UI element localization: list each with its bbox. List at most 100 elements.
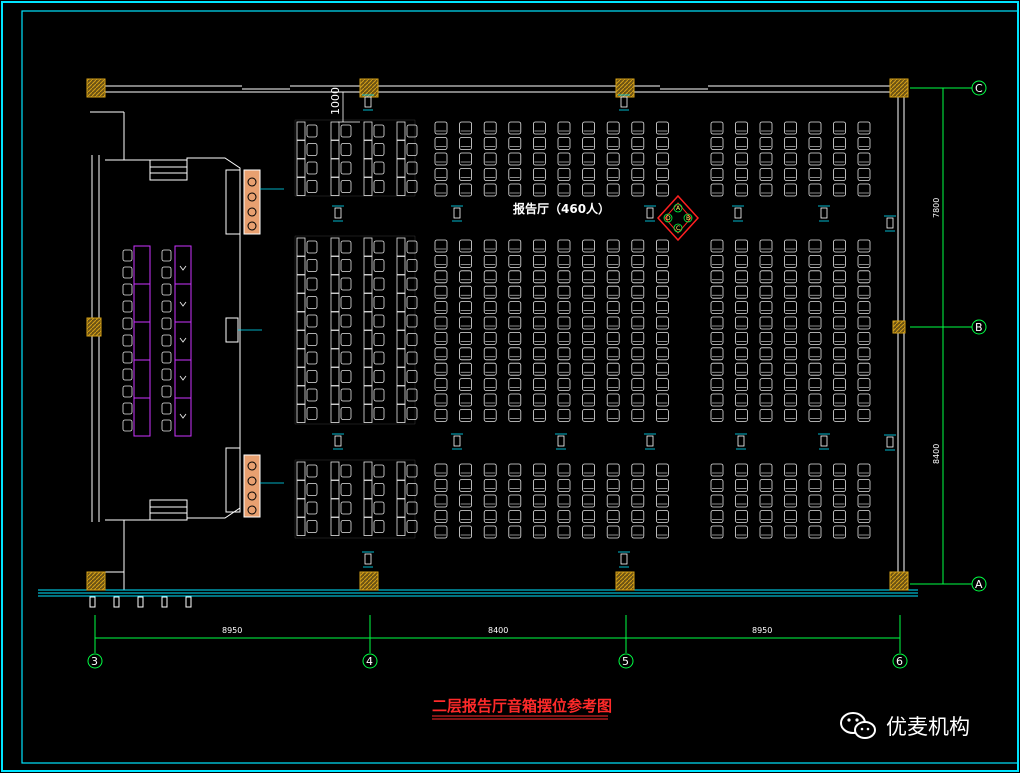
desk-seat bbox=[296, 517, 318, 536]
seat bbox=[508, 254, 522, 268]
seat bbox=[557, 285, 571, 299]
desk-seat bbox=[296, 480, 318, 499]
desk-seat bbox=[330, 274, 352, 294]
dim-8400-horizontal: 8400 bbox=[488, 626, 508, 635]
seat bbox=[434, 270, 448, 284]
seat bbox=[459, 168, 473, 181]
seat bbox=[606, 152, 620, 166]
desk-seat bbox=[296, 385, 318, 405]
desk-seat bbox=[396, 256, 418, 275]
seat bbox=[508, 408, 522, 422]
seat bbox=[833, 183, 846, 197]
seat bbox=[533, 285, 546, 299]
seat bbox=[759, 479, 773, 492]
desk-seat bbox=[363, 158, 385, 178]
seat bbox=[582, 285, 595, 299]
seat bbox=[582, 525, 595, 539]
seat bbox=[735, 137, 748, 150]
seat bbox=[735, 254, 748, 268]
seat bbox=[582, 137, 595, 150]
seat bbox=[434, 463, 448, 477]
seat bbox=[582, 494, 595, 508]
desk-seat bbox=[296, 311, 318, 331]
mixer-diamond: A B C D bbox=[656, 194, 700, 242]
seat bbox=[606, 525, 620, 539]
seat bbox=[759, 378, 773, 392]
seat bbox=[857, 152, 871, 166]
seat bbox=[459, 183, 473, 197]
desk-seat bbox=[296, 498, 318, 518]
building-walls bbox=[90, 85, 905, 590]
seat bbox=[459, 137, 473, 150]
ceiling-speakers bbox=[332, 94, 896, 568]
seat bbox=[833, 137, 846, 150]
seat bbox=[508, 168, 522, 181]
desk-seat bbox=[396, 517, 418, 536]
desk-seat bbox=[296, 348, 318, 368]
seat bbox=[857, 254, 871, 268]
structural-columns bbox=[86, 78, 909, 591]
seat bbox=[784, 463, 797, 477]
seat bbox=[533, 316, 546, 330]
seat bbox=[759, 525, 773, 539]
desk-seat bbox=[396, 274, 418, 294]
seat bbox=[483, 463, 497, 477]
seat bbox=[656, 285, 669, 299]
seat bbox=[606, 331, 620, 345]
seat bbox=[833, 270, 846, 284]
seat bbox=[557, 137, 571, 150]
seat bbox=[857, 168, 871, 181]
seat bbox=[710, 525, 724, 539]
ceiling-speaker bbox=[818, 205, 830, 222]
desk-seat bbox=[296, 158, 318, 178]
seat bbox=[557, 168, 571, 181]
seat bbox=[759, 121, 773, 135]
seat bbox=[533, 183, 546, 197]
seat bbox=[656, 331, 669, 345]
seat bbox=[533, 239, 546, 253]
desk-seat bbox=[296, 121, 318, 141]
seat bbox=[533, 254, 546, 268]
seat bbox=[710, 168, 724, 181]
desk-seat bbox=[363, 498, 385, 518]
desk-seat bbox=[330, 177, 352, 196]
diamond-label-a: A bbox=[676, 205, 681, 212]
ceiling-speaker bbox=[362, 94, 374, 111]
desk-seat bbox=[363, 274, 385, 294]
seat bbox=[808, 362, 822, 376]
seat bbox=[735, 510, 748, 523]
seat bbox=[533, 331, 546, 345]
seat bbox=[857, 285, 871, 299]
seat bbox=[483, 510, 497, 523]
seat bbox=[434, 137, 448, 150]
seat bbox=[459, 316, 473, 330]
seat bbox=[833, 378, 846, 392]
seat bbox=[656, 137, 669, 150]
seat bbox=[533, 270, 546, 284]
desk-seat bbox=[363, 311, 385, 331]
seat bbox=[710, 494, 724, 508]
seat bbox=[808, 137, 822, 150]
seat bbox=[631, 331, 645, 345]
seat bbox=[533, 494, 546, 508]
seat bbox=[735, 362, 748, 376]
seat bbox=[857, 479, 871, 492]
seat bbox=[656, 494, 669, 508]
seat bbox=[606, 301, 620, 315]
seat bbox=[735, 408, 748, 422]
desk-seat bbox=[363, 385, 385, 405]
seat bbox=[735, 378, 748, 392]
seat bbox=[483, 479, 497, 492]
diamond-label-d: D bbox=[666, 215, 671, 222]
seat bbox=[483, 239, 497, 253]
seat bbox=[808, 393, 822, 407]
desk-seat bbox=[330, 404, 352, 423]
desk-seat bbox=[396, 121, 418, 141]
seat bbox=[631, 408, 645, 422]
hall-label: 报告厅（460人） bbox=[513, 201, 610, 216]
seat bbox=[459, 463, 473, 477]
seat bbox=[508, 183, 522, 197]
seat bbox=[483, 331, 497, 345]
seat bbox=[557, 525, 571, 539]
desk-seat bbox=[363, 121, 385, 141]
